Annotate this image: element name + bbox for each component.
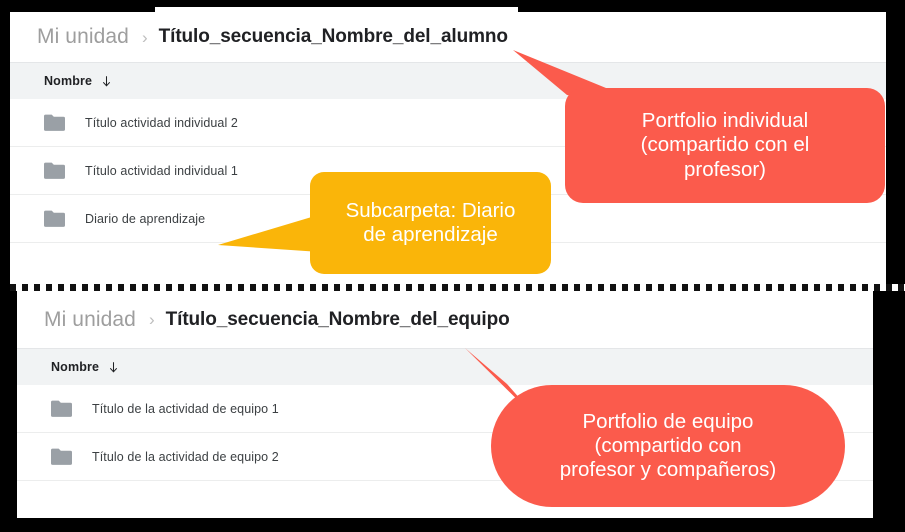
- arrow-down-icon: [107, 361, 120, 374]
- drive-window-team-portfolio: Mi unidad › Título_secuencia_Nombre_del_…: [17, 291, 873, 518]
- file-name-label: Título actividad individual 1: [85, 163, 238, 178]
- file-name-label: Diario de aprendizaje: [85, 211, 206, 226]
- callout-team-portfolio: Portfolio de equipo (compartido con prof…: [491, 385, 845, 507]
- folder-icon: [44, 162, 65, 179]
- callout-subfolder-line1: Subcarpeta: Diario: [345, 198, 516, 222]
- dashed-divider: [10, 284, 905, 291]
- breadcrumb-current-folder: Título_secuencia_Nombre_del_equipo: [165, 308, 510, 330]
- callout-team-line1: Portfolio de equipo: [582, 409, 754, 433]
- callout-individual-line2: (compartido con el: [640, 133, 810, 157]
- callout-team-line3: profesor y compañeros): [559, 458, 777, 482]
- callout-team-line2: (compartido con: [594, 433, 742, 457]
- callout-individual-line3: profesor): [683, 157, 766, 181]
- breadcrumb-root-link[interactable]: Mi unidad: [37, 25, 129, 48]
- folder-icon: [51, 448, 72, 465]
- column-header-name: Nombre: [44, 74, 93, 88]
- callout-individual-portfolio: Portfolio individual (compartido con el …: [565, 88, 885, 203]
- callout-subfolder-diary: Subcarpeta: Diario de aprendizaje: [310, 172, 551, 274]
- folder-icon: [44, 114, 65, 131]
- folder-icon: [51, 400, 72, 417]
- breadcrumb-team: Mi unidad › Título_secuencia_Nombre_del_…: [17, 291, 873, 348]
- file-name-label: Título de la actividad de equipo 1: [92, 401, 279, 416]
- breadcrumb-current-folder: Título_secuencia_Nombre_del_alumno: [158, 26, 508, 47]
- column-header-name: Nombre: [51, 360, 100, 374]
- column-header-row-team[interactable]: Nombre: [17, 348, 873, 385]
- chevron-right-icon: ›: [148, 310, 155, 329]
- callout-subfolder-line2: de aprendizaje: [363, 223, 498, 246]
- breadcrumb-individual: Mi unidad › Título_secuencia_Nombre_del_…: [10, 12, 886, 62]
- file-name-label: Título de la actividad de equipo 2: [92, 449, 279, 464]
- arrow-down-icon: [100, 75, 113, 88]
- folder-icon: [44, 210, 65, 227]
- callout-individual-line1: Portfolio individual: [641, 109, 809, 133]
- breadcrumb-root-link[interactable]: Mi unidad: [44, 307, 136, 331]
- chevron-right-icon: ›: [141, 27, 148, 47]
- file-name-label: Título actividad individual 2: [85, 115, 238, 130]
